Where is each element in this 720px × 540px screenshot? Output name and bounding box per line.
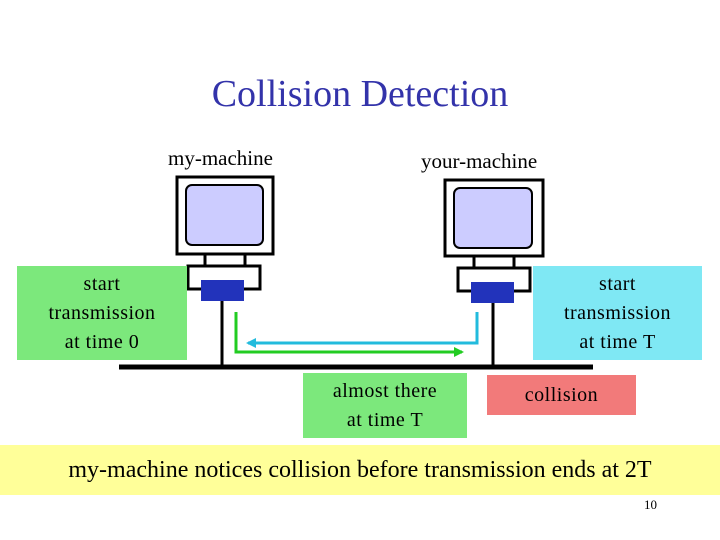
start-time-t-line1: start — [599, 272, 636, 295]
start-time-t-line3: at time T — [579, 330, 656, 353]
your-machine-nic — [471, 282, 514, 303]
my-machine-screen — [185, 184, 264, 246]
start-time-t-line2: transmission — [563, 301, 672, 324]
almost-there-box: almost there at time T — [303, 373, 467, 438]
my-machine-label: my-machine — [168, 146, 273, 170]
my-machine-computer — [175, 175, 275, 366]
my-machine-stand — [203, 252, 247, 268]
start-time-0-line3: at time 0 — [64, 330, 140, 353]
almost-there-line1: almost there — [332, 379, 438, 402]
your-machine-label: your-machine — [421, 149, 538, 173]
start-time-0-line1: start — [83, 272, 121, 295]
notice-text: my-machine notices collision before tran… — [68, 456, 652, 483]
page-number: 10 — [644, 497, 657, 512]
start-time-t-box: start transmission at time T — [533, 266, 702, 360]
collision-label: collision — [524, 383, 599, 406]
start-time-0-line2: transmission — [48, 301, 156, 324]
your-machine-computer — [443, 178, 545, 366]
your-machine-stand — [472, 254, 516, 270]
start-time-0-box: start transmission at time 0 — [17, 266, 187, 360]
slide-title: Collision Detection — [211, 73, 509, 115]
cyan-signal-arrow — [246, 312, 479, 348]
collision-box: collision — [487, 375, 636, 415]
almost-there-line2: at time T — [346, 408, 424, 431]
your-machine-screen — [453, 187, 533, 249]
my-machine-nic — [201, 280, 244, 301]
green-signal-arrow — [234, 312, 464, 357]
notice-bar: my-machine notices collision before tran… — [0, 445, 720, 495]
